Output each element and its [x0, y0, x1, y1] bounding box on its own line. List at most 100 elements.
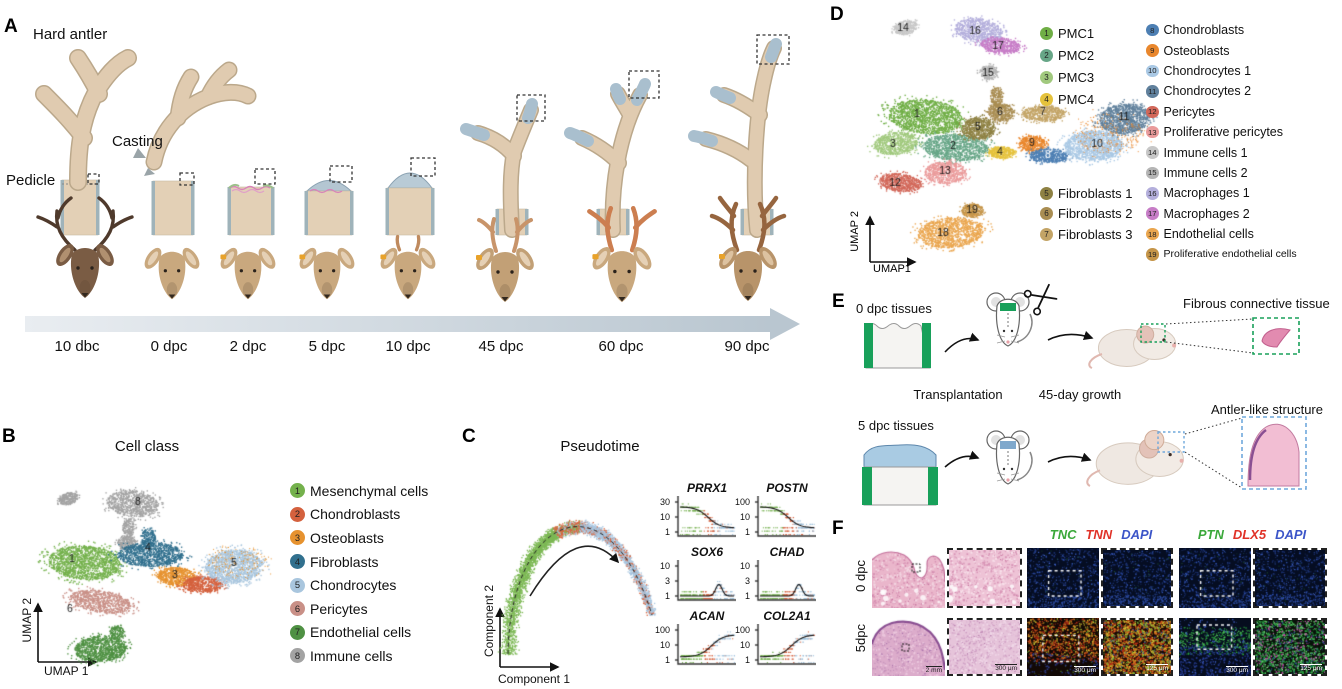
cluster-dot: 19: [1146, 248, 1159, 261]
legend-label: Chondrocytes 1: [1163, 63, 1252, 78]
legend-label: PMC4: [1058, 91, 1095, 107]
pedicle-label: Pedicle: [6, 172, 56, 189]
antler-stage-90dpc: [688, 34, 790, 238]
legend-label: PMC3: [1058, 69, 1095, 85]
histology-canvas: [1179, 548, 1251, 608]
cluster-dot: 2: [1040, 48, 1053, 62]
histology-canvas: [1027, 548, 1099, 608]
growth-label: 45-day growth: [1038, 387, 1122, 402]
cluster-dot: 13: [1146, 125, 1159, 139]
panel-e-art: [862, 283, 1307, 506]
stain-label: TNC: [1049, 527, 1077, 542]
cluster-dot: 3: [1040, 70, 1053, 84]
antler-stage-5dpc: [304, 165, 354, 236]
legend-label: Proliferative endothelial cells: [1163, 248, 1297, 261]
cluster-dot: 4: [1040, 92, 1053, 106]
scale-bar: 300 μm: [995, 663, 1017, 672]
cluster-dot: 17: [1146, 207, 1159, 220]
histology-image: [1179, 548, 1251, 608]
deer-head: [220, 247, 276, 300]
stain-label: TNN: [1085, 527, 1113, 542]
gene-ytick: 3: [744, 576, 750, 586]
gene-plot: [672, 624, 736, 670]
hard-antler-label: Hard antler: [33, 26, 108, 43]
timepoint-label: 0 dpc: [150, 338, 188, 355]
scale-bar: 125 μm: [1146, 663, 1168, 672]
gene-ytick: 10: [659, 640, 670, 650]
legend-label: Fibroblasts: [310, 553, 379, 570]
gene-ytick: 100: [654, 625, 670, 635]
panel-b-label: B: [2, 426, 16, 447]
deer-head: [709, 195, 787, 301]
histology-canvas: [872, 548, 945, 608]
panel-d-label: D: [830, 4, 844, 25]
timepoint-label: 10 dbc: [54, 338, 100, 355]
deer-head: [299, 247, 355, 300]
cluster-dot: 1: [1040, 26, 1053, 40]
deer-head: [587, 205, 657, 303]
panel-e-label: E: [832, 291, 845, 312]
cluster-dot: 7: [1040, 227, 1053, 241]
stain-label: DAPI: [1275, 527, 1307, 542]
panel-c-label: C: [462, 426, 476, 447]
legend-label: Osteoblasts: [1163, 43, 1230, 58]
panel-d-xlabel: UMAP1: [873, 263, 911, 275]
panel-a-art: [25, 34, 800, 340]
gene-plot: [752, 560, 816, 606]
cluster-dot: 14: [1146, 146, 1159, 159]
cluster-dot: 10: [1146, 64, 1159, 78]
fibrous-tissue-label: Fibrous connective tissue: [1183, 296, 1330, 311]
deer-head: [144, 247, 200, 300]
gene-ytick: 10: [739, 561, 750, 571]
legend-item: 2 PMC2: [1040, 44, 1094, 66]
bottom-tissue-label: 5 dpc tissues: [858, 418, 934, 433]
panel-c-xlabel: Component 1: [497, 672, 571, 686]
legend-item: 3 PMC3: [1040, 66, 1094, 88]
cluster-dot: 7: [290, 624, 305, 640]
cluster-dot: 1: [290, 483, 305, 499]
histology-image: 300 μm: [1179, 618, 1251, 676]
legend-item: 4 PMC4: [1040, 88, 1094, 110]
gene-ytick: 10: [659, 561, 670, 571]
cluster-dot: 15: [1146, 166, 1159, 180]
legend-label: Chondroblasts: [1163, 23, 1245, 38]
gene-ytick: 1: [744, 655, 750, 665]
legend-label: PMC2: [1058, 47, 1095, 63]
stain-label: PTN: [1197, 527, 1224, 542]
gene-ytick: 100: [734, 625, 750, 635]
gene-title: ACAN: [689, 609, 725, 623]
scissors-icon: [1023, 283, 1058, 316]
umap-cell-class-plot: [12, 450, 292, 685]
histology-inset: 125 μm: [1253, 618, 1327, 676]
cluster-dot: 12: [1146, 105, 1159, 118]
legend-item: 14 Immune cells 1: [1146, 142, 1297, 162]
panel-b-title: Cell class: [114, 438, 180, 455]
scale-bar: 300 μm: [1074, 665, 1096, 674]
legend-label: Immune cells 1: [1163, 145, 1248, 160]
legend-label: Fibroblasts 2: [1058, 206, 1133, 222]
gene-plot: [672, 496, 736, 542]
histology-image: 2 mm: [872, 618, 945, 676]
scale-bar: 125 μm: [1300, 663, 1322, 672]
gene-ytick: 3: [664, 576, 670, 586]
umap-clusters-plot: [843, 8, 1173, 273]
gene-title: SOX6: [690, 545, 724, 559]
histology-image: 300 μm: [1027, 618, 1099, 676]
cluster-dot: 11: [1146, 85, 1159, 98]
legend-label: Pericytes: [310, 600, 368, 617]
